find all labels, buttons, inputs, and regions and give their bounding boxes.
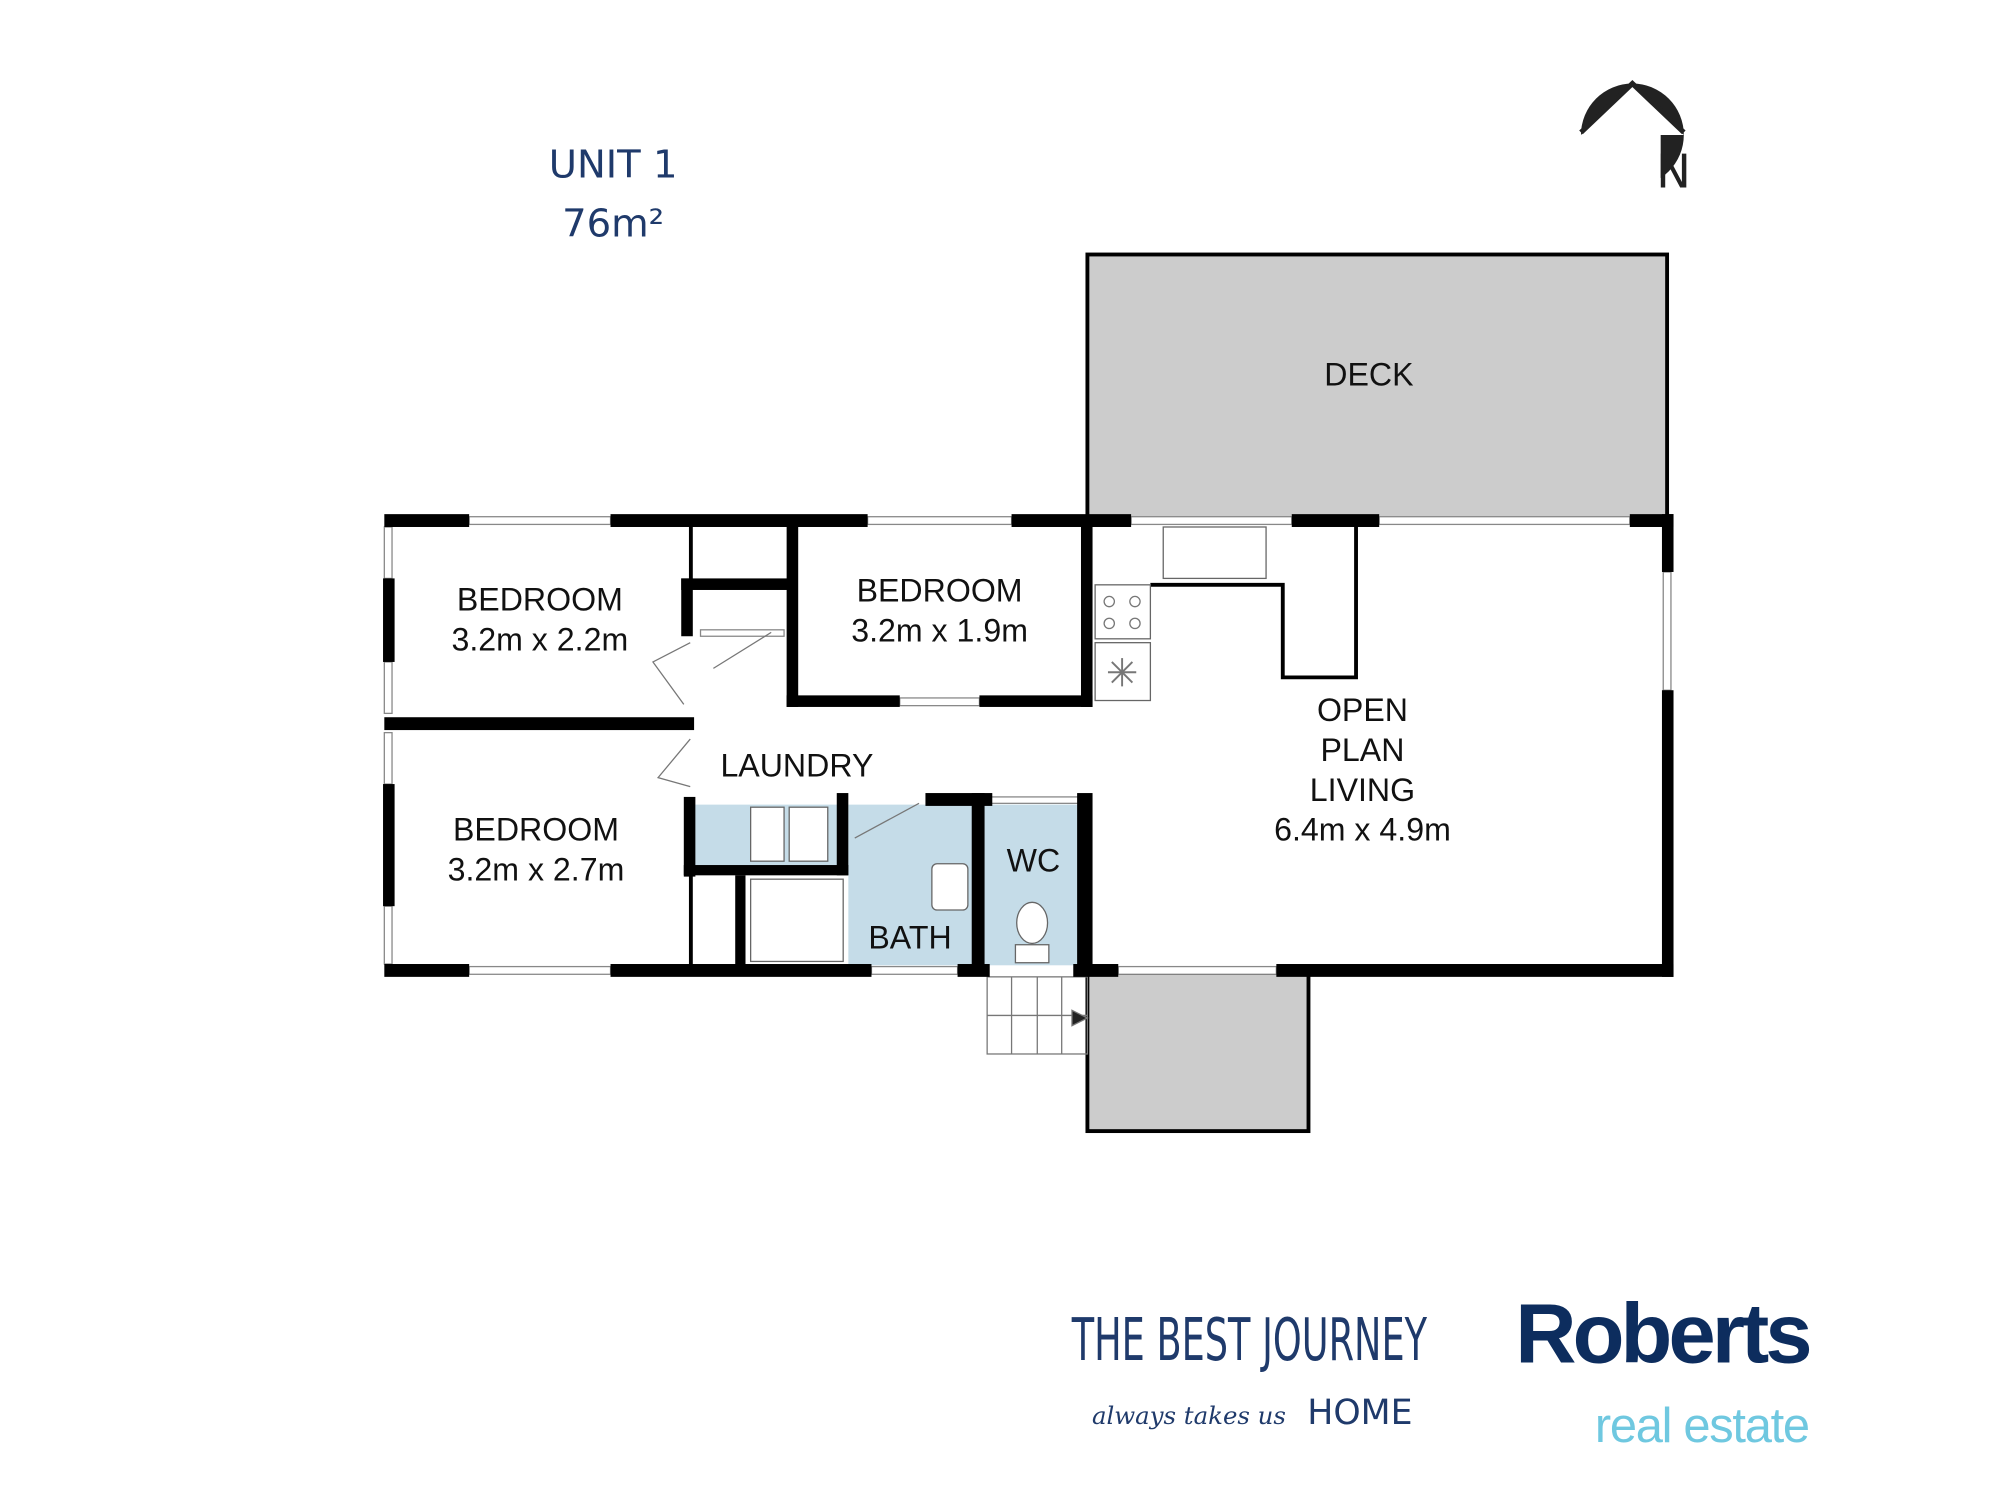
sink-icon (1162, 526, 1267, 580)
wc-label: WC (1007, 842, 1061, 878)
bedroom3-label: BEDROOM (453, 812, 619, 848)
bedroom2-size: 3.2m x 1.9m (851, 612, 1028, 648)
washer-icon (788, 806, 829, 862)
deck-area (1085, 252, 1670, 523)
living-label-2: PLAN (1321, 732, 1405, 768)
bedroom2-label: BEDROOM (857, 573, 1023, 609)
tagline-logo: THE BEST JOURNEY always takes us HOME (1071, 1305, 1428, 1434)
door-swings (651, 631, 920, 839)
living-label-1: OPEN (1317, 692, 1408, 728)
bedroom1-size: 3.2m x 2.2m (451, 621, 628, 657)
kitchen-fixtures (1094, 520, 1358, 702)
bedroom3-size: 3.2m x 2.7m (448, 851, 625, 887)
walls (383, 514, 1674, 977)
tagline-script: always takes us (1092, 1401, 1286, 1430)
bath-label: BATH (868, 920, 951, 956)
stairs (986, 976, 1089, 1055)
living-label-3: LIVING (1310, 772, 1415, 808)
compass-label: N (1656, 145, 1691, 199)
laundry-tub-icon (750, 806, 785, 862)
tagline-home: HOME (1307, 1393, 1412, 1433)
north-compass-icon: N (1579, 80, 1691, 199)
company-name: Roberts (1515, 1285, 1809, 1380)
roberts-logo: Roberts real estate (1515, 1285, 1813, 1453)
unit-area: 76m² (562, 202, 664, 247)
shower-icon (750, 878, 844, 963)
deck-label: DECK (1324, 357, 1414, 393)
living-size: 6.4m x 4.9m (1274, 812, 1451, 848)
cooktop-icon (1094, 584, 1152, 640)
basin-icon (931, 863, 969, 911)
unit-title: UNIT 1 (549, 142, 678, 187)
laundry-label: LAUNDRY (720, 747, 873, 783)
bathroom-fixtures (750, 806, 1050, 964)
rear-deck-area (1085, 971, 1311, 1134)
toilet-icon (1016, 901, 1049, 945)
fan-blades-icon (1107, 658, 1137, 687)
tagline-top: THE BEST JOURNEY (1071, 1305, 1428, 1375)
bedroom1-label: BEDROOM (457, 582, 623, 618)
company-sub: real estate (1595, 1399, 1809, 1453)
